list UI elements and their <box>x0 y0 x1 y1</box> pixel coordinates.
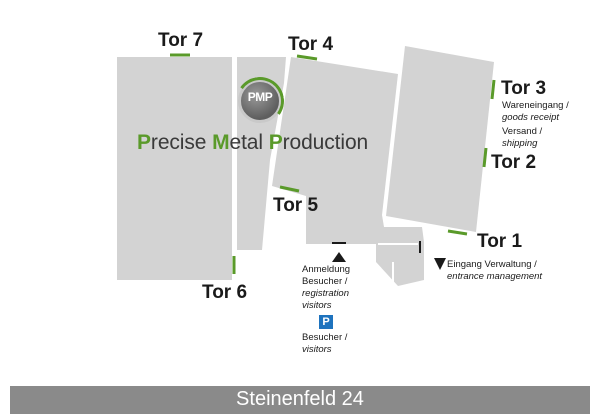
gate-2-marker <box>482 147 488 168</box>
street-bar: Steinenfeld 24 <box>10 386 590 414</box>
street-name: Steinenfeld 24 <box>236 388 364 410</box>
gate-2-label: Tor 2 <box>491 152 537 173</box>
pmp-logo-text: PMP <box>247 90 273 104</box>
gate-4-marker <box>296 54 318 61</box>
gate-3-marker <box>490 79 496 100</box>
building-west <box>117 57 232 280</box>
building-east <box>386 46 494 232</box>
pmp-logo <box>238 79 282 123</box>
visitor-registration-label: Anmeldung Besucher / registration visito… <box>302 264 351 311</box>
gate-4-label: Tor 4 <box>288 34 334 55</box>
gate-7-label: Tor 7 <box>158 30 204 51</box>
gate-5-marker <box>279 185 300 193</box>
company-name: Precise Metal Production <box>137 131 369 154</box>
gate-1-label: Tor 1 <box>477 231 523 252</box>
gate-6-label: Tor 6 <box>202 282 248 303</box>
visitor-parking-label: Besucher / visitors <box>302 332 348 355</box>
gate-5-label: Tor 5 <box>273 195 319 216</box>
shipping-label: Versand / shipping <box>502 126 543 149</box>
parking-icon: P <box>319 315 333 329</box>
registration-arrow-icon <box>332 252 346 262</box>
gate-3-label: Tor 3 <box>501 78 547 99</box>
goods-receipt-label: Wareneingang / goods receipt <box>502 100 569 123</box>
admin-entrance-label: Eingang Verwaltung / entrance management <box>447 259 543 282</box>
admin-entrance-arrow-icon <box>434 258 446 270</box>
gate-1-marker <box>447 229 468 236</box>
building-center <box>272 57 424 286</box>
